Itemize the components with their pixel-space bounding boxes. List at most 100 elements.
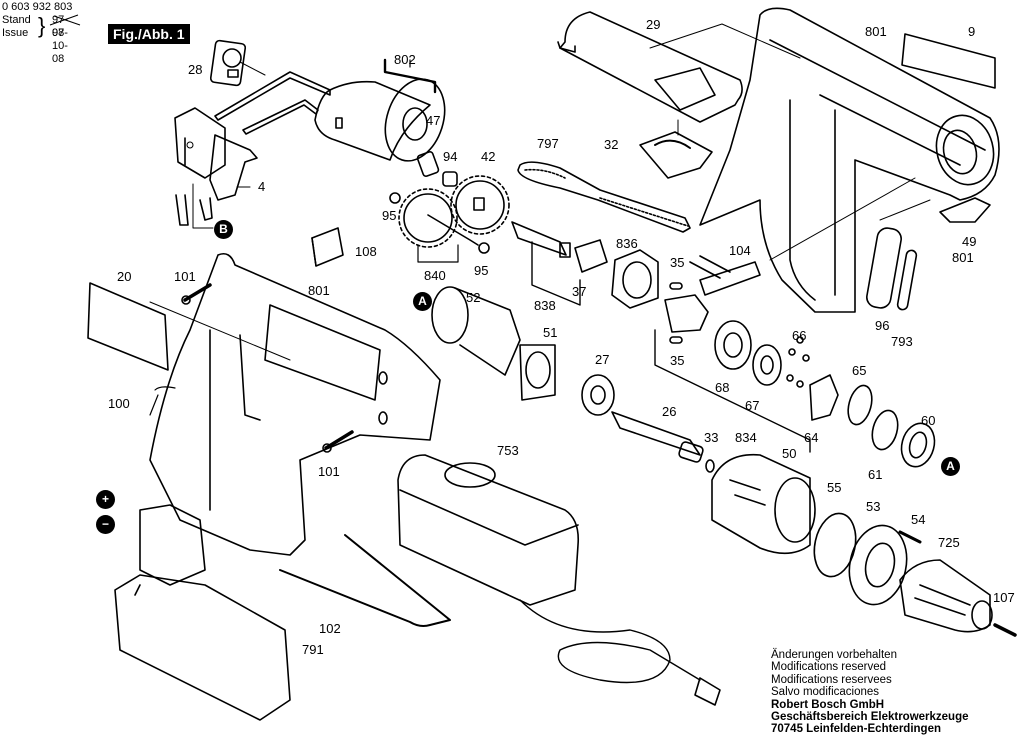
- circuit-board-drawing: [689, 255, 761, 296]
- rubber-pad-drawing: [866, 227, 918, 311]
- footer-company: Robert Bosch GmbH: [771, 698, 885, 711]
- footer-line-es: Salvo modificaciones: [771, 686, 880, 699]
- belt-clip-drawing: [939, 197, 991, 223]
- spindle-drawing: [611, 411, 715, 473]
- callout-797: 797: [537, 136, 559, 151]
- callout-65: 65: [852, 363, 867, 378]
- callout-67: 67: [745, 398, 760, 413]
- callout-53: 53: [866, 499, 881, 514]
- chuck-drawing: [899, 559, 1017, 637]
- callout-60: 60: [921, 413, 936, 428]
- callout-52: 52: [466, 290, 481, 305]
- housing-right-drawing: [699, 7, 1000, 313]
- callout-840: 840: [424, 268, 446, 283]
- callout-791: 791: [302, 642, 324, 657]
- switch-drawing: [174, 107, 258, 229]
- shaft-drawing: [511, 221, 659, 309]
- gears-drawing: [389, 171, 510, 263]
- callout-801-left: 801: [308, 283, 330, 298]
- callout-96: 96: [875, 318, 890, 333]
- callout-54: 54: [911, 512, 926, 527]
- brush-holder-drawing: [209, 39, 266, 87]
- callout-32: 32: [604, 137, 619, 152]
- footer-line-fr: Modifications reservees: [771, 673, 892, 686]
- callout-37: 37: [572, 284, 587, 299]
- callout-50: 50: [782, 446, 797, 461]
- plus-terminal-marker: +: [96, 490, 115, 509]
- callout-802: 802: [394, 52, 416, 67]
- callout-801-clip: 801: [952, 250, 974, 265]
- torque-collar-drawing: [711, 453, 816, 555]
- issue-value: 98-10-08: [52, 27, 68, 65]
- callout-725: 725: [938, 535, 960, 550]
- callout-801-top: 801: [865, 24, 887, 39]
- callout-55: 55: [827, 480, 842, 495]
- brace-symbol: }: [38, 13, 46, 38]
- cover-drawing: [557, 11, 801, 123]
- reference-marker-a-right: A: [941, 457, 960, 476]
- callout-753: 753: [497, 443, 519, 458]
- callout-47: 47: [426, 113, 441, 128]
- callout-64: 64: [804, 430, 819, 445]
- callout-834: 834: [735, 430, 757, 445]
- cable-drawing: [279, 534, 451, 627]
- screws-drawing: [181, 283, 354, 453]
- callout-29: 29: [646, 17, 661, 32]
- reference-marker-b: B: [214, 220, 233, 239]
- issue-label: Issue: [2, 27, 29, 39]
- direction-switch-drawing: [639, 119, 713, 179]
- callout-94: 94: [443, 149, 458, 164]
- callout-102: 102: [319, 621, 341, 636]
- callout-107: 107: [993, 590, 1015, 605]
- minus-terminal-marker: −: [96, 515, 115, 534]
- callout-61: 61: [868, 467, 883, 482]
- callout-793: 793: [891, 334, 913, 349]
- adjusting-ring-drawing: [813, 512, 922, 606]
- footer-division: Geschäftsbereich Elektrowerkzeuge: [771, 711, 969, 724]
- callout-95-lower: 95: [474, 263, 489, 278]
- callout-35-lower: 35: [670, 353, 685, 368]
- callout-49: 49: [962, 234, 977, 249]
- callout-100: 100: [108, 396, 130, 411]
- spring-assembly-drawing: [847, 384, 936, 468]
- header-block: 0 603 932 803 Stand Issue } 97-07 98-10-…: [2, 1, 81, 65]
- callout-104: 104: [729, 243, 751, 258]
- footer-line-en: Modifications reserved: [771, 661, 887, 674]
- front-housing-drawing: [431, 286, 615, 416]
- housing-left-drawing: [87, 252, 441, 556]
- callout-9: 9: [968, 24, 976, 39]
- stand-label: Stand: [2, 14, 31, 26]
- motor-drawing: [314, 58, 446, 178]
- callout-68: 68: [715, 380, 730, 395]
- callout-108: 108: [355, 244, 377, 259]
- callout-42: 42: [481, 149, 496, 164]
- strikethrough-mark: [49, 14, 81, 26]
- callout-101-upper: 101: [174, 269, 196, 284]
- footer-line-de: Änderungen vorbehalten: [771, 649, 897, 661]
- gear-set-drawing: [654, 282, 839, 453]
- reference-marker-a-left: A: [413, 292, 432, 311]
- callout-51: 51: [543, 325, 558, 340]
- filter-pad-drawing: [311, 227, 344, 267]
- motor-leads-drawing: [214, 71, 331, 135]
- callout-26: 26: [662, 404, 677, 419]
- footer-notice: Änderungen vorbehalten Modifications res…: [771, 649, 969, 736]
- charger-drawing: [397, 454, 721, 706]
- battery-pack-drawing: [114, 504, 291, 721]
- strap-drawing: [517, 161, 691, 233]
- callout-20: 20: [117, 269, 132, 284]
- part-number: 0 603 932 803: [2, 1, 73, 13]
- callout-27: 27: [595, 352, 610, 367]
- callout-35-upper: 35: [670, 255, 685, 270]
- callout-28: 28: [188, 62, 203, 77]
- callout-66: 66: [792, 328, 807, 343]
- callout-4: 4: [258, 179, 266, 194]
- callout-95-upper: 95: [382, 208, 397, 223]
- footer-address: 70745 Leinfelden-Echterdingen: [771, 723, 941, 736]
- figure-label: Fig./Abb. 1: [108, 24, 190, 44]
- callout-838: 838: [534, 298, 556, 313]
- callout-836: 836: [616, 236, 638, 251]
- callout-33: 33: [704, 430, 719, 445]
- wire-drawing: [149, 386, 176, 416]
